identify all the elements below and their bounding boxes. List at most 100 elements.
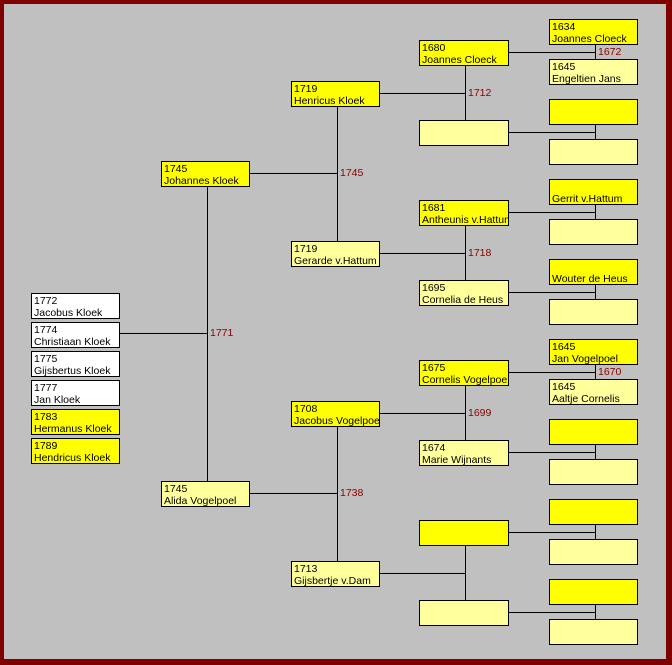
person-box[interactable]: [549, 419, 638, 445]
person-birth-year: 1775: [34, 353, 58, 365]
marriage-year: 1712: [468, 87, 492, 99]
person-box[interactable]: [549, 499, 638, 525]
person-box[interactable]: [419, 120, 509, 146]
connector-line: [509, 452, 595, 453]
person-name: Hendricus Kloek: [34, 452, 111, 464]
person-birth-year: 1695: [422, 282, 446, 294]
person-birth-year: 1772: [34, 295, 58, 307]
person-birth-year: 1789: [34, 440, 58, 452]
marriage-year: 1672: [598, 46, 622, 58]
person-birth-year: 1645: [552, 381, 576, 393]
person-birth-year: [552, 141, 635, 153]
connector-line: [509, 372, 595, 373]
person-name: Gerarde v.Hattum: [294, 255, 377, 267]
person-birth-year: [422, 602, 506, 614]
person-birth-year: [552, 421, 635, 433]
person-box[interactable]: [549, 139, 638, 165]
person-birth-year: [552, 221, 635, 233]
connector-line: [465, 546, 466, 600]
person-name: Gijsbertus Kloek: [34, 365, 111, 377]
person-name: Hermanus Kloek: [34, 423, 112, 435]
person-birth-year: [422, 122, 506, 134]
connector-line: [207, 187, 208, 481]
person-birth-year: [552, 581, 635, 593]
person-birth-year: [552, 621, 635, 633]
person-name: [552, 473, 635, 484]
person-name: Aaltje Cornelis: [552, 393, 620, 405]
person-name: Cornelis Vogelpoel: [422, 374, 509, 386]
person-name: Joannes Cloeck: [552, 33, 627, 45]
connector-line: [595, 605, 596, 619]
person-birth-year: [552, 261, 635, 273]
person-box[interactable]: [549, 619, 638, 645]
person-name: [422, 134, 506, 145]
connector-line: [465, 66, 466, 120]
person-box[interactable]: Wouter de Heus: [549, 259, 638, 285]
person-name: Johannes Kloek: [164, 175, 239, 187]
person-name: Henricus Kloek: [294, 95, 365, 107]
connector-line: [595, 445, 596, 459]
person-box[interactable]: Gerrit v.Hattum: [549, 179, 638, 205]
person-name: Jan Vogelpoel: [552, 353, 618, 365]
person-name: [552, 113, 635, 124]
person-name: Marie Wijnants: [422, 454, 492, 466]
person-box[interactable]: [549, 459, 638, 485]
person-box[interactable]: [549, 579, 638, 605]
person-name: Cornelia de Heus: [422, 294, 504, 306]
marriage-year: 1670: [598, 366, 622, 378]
person-box[interactable]: [549, 299, 638, 325]
person-name: [552, 313, 635, 324]
person-name: Jacobus Kloek: [34, 307, 103, 319]
person-box[interactable]: [419, 520, 509, 546]
connector-line: [337, 427, 338, 561]
connector-line: [595, 365, 596, 379]
connector-line: [595, 525, 596, 539]
person-birth-year: 1719: [294, 83, 318, 95]
connector-line: [595, 125, 596, 139]
person-birth-year: 1719: [294, 243, 318, 255]
person-birth-year: [552, 541, 635, 553]
person-name: Wouter de Heus: [552, 273, 628, 285]
person-name: Jan Kloek: [34, 394, 81, 406]
person-birth-year: [552, 501, 635, 513]
person-birth-year: [552, 181, 635, 193]
person-name: Antheunis v.Hattum: [422, 214, 509, 226]
person-box[interactable]: [549, 219, 638, 245]
person-name: [552, 433, 635, 444]
connector-line: [509, 532, 595, 533]
person-box[interactable]: [419, 600, 509, 626]
person-birth-year: [552, 101, 635, 113]
person-birth-year: 1777: [34, 382, 58, 394]
marriage-year: 1699: [468, 407, 492, 419]
person-box[interactable]: [549, 539, 638, 565]
connector-line: [250, 173, 337, 174]
connector-line: [509, 292, 595, 293]
connector-line: [120, 333, 207, 334]
person-box[interactable]: [549, 99, 638, 125]
person-birth-year: [422, 522, 506, 534]
marriage-year: 1718: [468, 247, 492, 259]
connector-line: [509, 212, 595, 213]
connector-line: [380, 93, 465, 94]
